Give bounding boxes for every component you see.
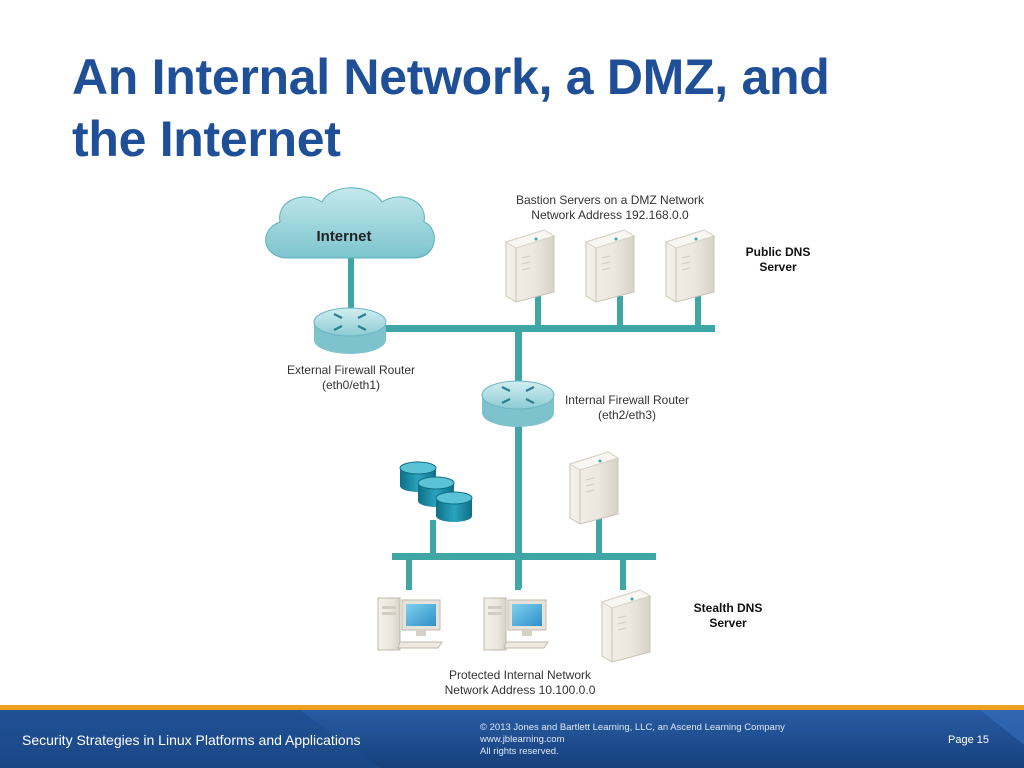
public-dns-label: Public DNS Server [728, 245, 828, 275]
internet-cloud: Internet [265, 187, 435, 259]
database-icon-3 [435, 491, 473, 522]
public-dns-line-2: Server [759, 260, 797, 274]
slide-title: An Internal Network, a DMZ, and the Inte… [72, 46, 972, 170]
stealth-dns-label: Stealth DNS Server [678, 601, 778, 631]
external-firewall-router [313, 307, 387, 354]
public-dns-server [664, 229, 716, 303]
dmz-server-2 [584, 229, 636, 303]
copyright-line-3: All rights reserved. [480, 746, 559, 757]
external-router-line-2: (eth0/eth1) [321, 378, 381, 392]
internal-router-line-1: Internal Firewall Router [564, 393, 690, 407]
protected-network-label: Protected Internal Network Network Addre… [430, 668, 610, 698]
stealth-dns-server [600, 589, 652, 663]
dmz-label-line-1: Bastion Servers on a DMZ Network [515, 193, 705, 207]
protected-label-line-1: Protected Internal Network [448, 668, 592, 682]
router-arrows-icon [501, 386, 535, 404]
footer-background [0, 705, 1024, 768]
internal-server [568, 451, 620, 525]
protected-label-line-2: Network Address 10.100.0.0 [444, 683, 596, 697]
external-router-line-1: External Firewall Router [286, 363, 416, 377]
database-icon-2 [417, 476, 455, 507]
network-lines [348, 255, 715, 590]
slide-footer: Security Strategies in Linux Platforms a… [0, 705, 1024, 768]
copyright-block: © 2013 Jones and Bartlett Learning, LLC,… [480, 722, 785, 758]
copyright-line-1: © 2013 Jones and Bartlett Learning, LLC,… [480, 722, 785, 733]
workstation-1 [377, 597, 443, 651]
internal-router-label: Internal Firewall Router (eth2/eth3) [556, 393, 698, 423]
title-line-2: the Internet [72, 111, 341, 167]
page-number: Page 15 [948, 734, 989, 746]
course-name: Security Strategies in Linux Platforms a… [22, 732, 361, 748]
internal-router-line-2: (eth2/eth3) [597, 408, 657, 422]
workstation-2 [483, 597, 549, 651]
external-router-label: External Firewall Router (eth0/eth1) [278, 363, 424, 393]
internet-label: Internet [316, 228, 371, 245]
copyright-line-2: www.jblearning.com [480, 734, 565, 745]
stealth-dns-line-1: Stealth DNS [693, 601, 763, 615]
internal-firewall-router [481, 380, 555, 427]
public-dns-line-1: Public DNS [745, 245, 811, 259]
network-diagram: Internet [265, 187, 716, 663]
dmz-network-label: Bastion Servers on a DMZ Network Network… [505, 193, 715, 223]
dmz-label-line-2: Network Address 192.168.0.0 [531, 208, 689, 222]
stealth-dns-line-2: Server [709, 616, 747, 630]
dmz-server-1 [504, 229, 556, 303]
title-line-1: An Internal Network, a DMZ, and [72, 49, 830, 105]
router-arrows-icon [333, 313, 367, 331]
